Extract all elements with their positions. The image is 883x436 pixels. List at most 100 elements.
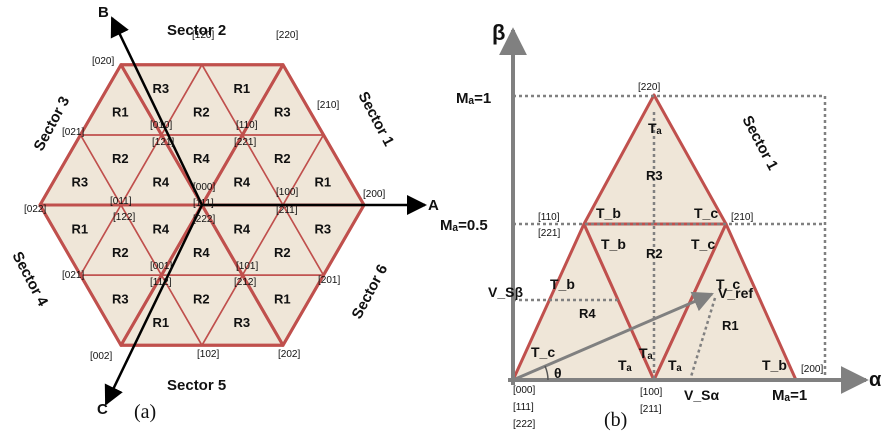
vector-label: [100]	[640, 387, 662, 398]
caption-a: (a)	[134, 401, 156, 423]
vector-label: [210]	[317, 100, 339, 111]
vector-label: [210]	[731, 212, 753, 223]
vector-label: [021]	[62, 127, 84, 138]
ta-label: Tₐ	[618, 357, 633, 373]
vector-label: [101]	[236, 261, 258, 272]
ta-label: Tₐ	[648, 120, 663, 136]
region-r3-label: R3	[153, 81, 170, 96]
region-r2-label: R2	[646, 246, 663, 261]
theta-label: θ	[554, 365, 562, 381]
region-r3-shape	[582, 93, 728, 226]
vector-label: [001]	[150, 261, 172, 272]
vector-label: [220]	[638, 82, 660, 93]
tc-label: T_c	[716, 276, 740, 292]
vector-label: [201]	[318, 275, 340, 286]
sector-4-label: Sector 4	[8, 249, 51, 310]
region-r2-label: R2	[112, 245, 129, 260]
vector-label: [200]	[801, 364, 823, 375]
theta-arc	[544, 365, 549, 381]
vector-label: [002]	[90, 351, 112, 362]
vector-label: [011]	[110, 196, 132, 207]
region-r1-label: R1	[153, 315, 170, 330]
region-r2-label: R2	[193, 292, 210, 307]
axis-a-label: A	[428, 197, 439, 214]
sector-3-label: Sector 3	[31, 94, 74, 154]
sector-6-label: Sector 6	[349, 262, 392, 322]
region-r4-label: R4	[193, 245, 210, 260]
region-r1-label: R1	[274, 292, 291, 307]
vector-label: [211]	[276, 205, 298, 216]
tc-label: T_c	[691, 236, 715, 252]
vector-label: [100]	[276, 187, 298, 198]
vector-label: [000]	[513, 385, 535, 396]
tb-label: T_b	[601, 236, 626, 252]
vector-label: [022]	[24, 204, 46, 215]
sector-2-label: Sector 2	[167, 22, 226, 39]
vector-label: [122]	[113, 212, 135, 223]
region-r3-label: R3	[234, 315, 251, 330]
region-r4-label: R4	[579, 306, 596, 321]
region-r2-label: R2	[274, 245, 291, 260]
vector-label: [110]	[538, 212, 560, 223]
vs-alpha-label: V_Sα	[684, 387, 719, 403]
vector-label: [200]	[363, 189, 385, 200]
sector-triangle-diagram: β α Sector 1 Mₐ=1 Mₐ=0.5 Mₐ=1 [220] [110…	[440, 20, 882, 431]
vector-label: [222]	[193, 214, 215, 225]
axis-b-arrow	[110, 16, 204, 206]
vector-label: [120]	[192, 30, 214, 41]
vector-label: [221]	[538, 228, 560, 239]
region-r3-label: R3	[315, 221, 332, 236]
axis-c-label: C	[97, 401, 108, 418]
vector-label: [212]	[234, 277, 256, 288]
region-r1-label: R1	[72, 221, 89, 236]
region-r4-label: R4	[234, 175, 251, 190]
guide-line	[688, 297, 717, 381]
region-r3-label: R3	[274, 105, 291, 120]
vector-label: [221]	[234, 137, 256, 148]
region-r3-label: R3	[72, 175, 89, 190]
region-r1-label: R1	[112, 105, 129, 120]
vector-label: [000]	[193, 182, 215, 193]
vs-beta-label: V_Sβ	[488, 284, 523, 300]
region-r2-label: R2	[193, 105, 210, 120]
region-r1-label: R1	[315, 175, 332, 190]
alpha-axis-label: α	[869, 369, 882, 391]
vector-label: [211]	[640, 404, 662, 415]
vector-label: [021]	[62, 270, 84, 281]
ma-1-label: Mₐ=1	[456, 90, 491, 107]
region-r4-label: R4	[153, 221, 170, 236]
tb-label: T_b	[762, 357, 787, 373]
vector-label: [222]	[513, 419, 535, 430]
region-r4-label: R4	[153, 175, 170, 190]
region-r3-label: R3	[646, 168, 663, 183]
tc-label: T_c	[694, 205, 718, 221]
region-r2-label: R2	[112, 151, 129, 166]
vector-label: [111]	[513, 402, 534, 413]
tb-label: T_b	[596, 205, 621, 221]
axis-b-label: B	[98, 4, 109, 21]
sector-5-label: Sector 5	[167, 377, 226, 394]
vector-label: [110]	[236, 120, 258, 131]
region-r4-label: R4	[234, 221, 251, 236]
beta-axis-label: β	[492, 20, 505, 45]
region-r1-label: R1	[234, 81, 251, 96]
ma-05-label: Mₐ=0.5	[440, 217, 488, 234]
vector-label: [121]	[152, 137, 174, 148]
sector-1-label: Sector 1	[738, 113, 781, 173]
vector-label: [020]	[92, 56, 114, 67]
region-r1-label: R1	[722, 318, 739, 333]
axis-c-arrow	[104, 204, 204, 406]
caption-b: (b)	[604, 409, 627, 431]
ta-label: Tₐ	[639, 345, 654, 361]
sector-1-label: Sector 1	[354, 89, 397, 149]
vector-label: [111]	[193, 198, 214, 209]
ma-1-alpha-label: Mₐ=1	[772, 387, 807, 404]
region-r3-label: R3	[112, 292, 129, 307]
tb-label: T_b	[550, 276, 575, 292]
vref-arrow	[512, 291, 714, 382]
vector-label: [112]	[150, 277, 172, 288]
hexagon-triangles	[39, 63, 365, 347]
vector-label: [202]	[278, 349, 300, 360]
